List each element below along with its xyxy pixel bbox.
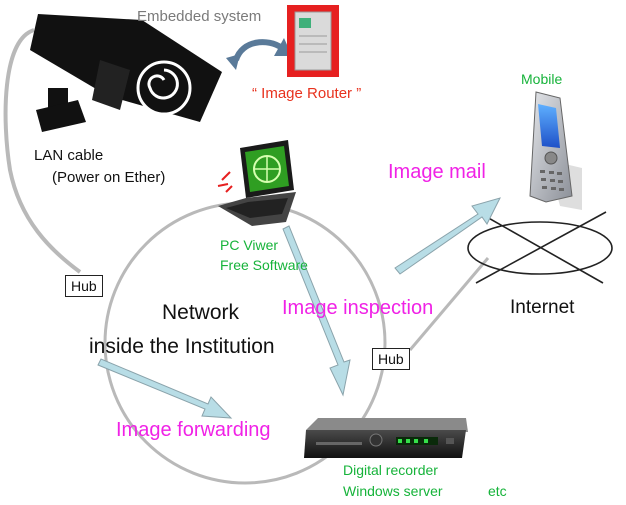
pc-viewer-label-line1: PC Viwer [220,237,279,253]
image-inspection-label: Image inspection [282,297,434,319]
network-title-line1: Network [162,301,240,324]
image-forwarding-arrow [97,358,233,419]
pc-viewer-label-line2: Free Software [220,257,308,273]
image-forwarding-label: Image forwarding [116,419,271,441]
hub-right: Hub [372,348,410,370]
hub-left: Hub [65,275,103,297]
camera-icon [30,14,222,132]
etc-label: etc [488,483,507,499]
embedded-system-label: Embedded system [137,8,262,25]
hub-to-internet-line [408,257,490,351]
digital-recorder-icon [304,418,468,458]
internet-label: Internet [510,297,575,318]
laptop-icon [217,140,296,226]
network-title-line2: inside the Institution [89,335,275,358]
image-mail-arrow [394,197,501,275]
mobile-phone-icon [529,91,582,210]
router-icon [287,5,339,77]
windows-server-label: Windows server [343,483,443,499]
digital-recorder-label: Digital recorder [343,462,438,478]
curved-arrow-icon [226,38,292,70]
mobile-label: Mobile [521,71,563,87]
image-mail-label: Image mail [388,161,486,183]
lan-cable-label: LAN cable [34,147,104,164]
image-inspection-arrow [282,225,351,397]
lan-cable-line [3,28,82,274]
internet-globe-icon [467,211,613,284]
image-router-label: “ Image Router ” [252,85,362,102]
power-on-ether-label: (Power on Ether) [52,169,166,186]
